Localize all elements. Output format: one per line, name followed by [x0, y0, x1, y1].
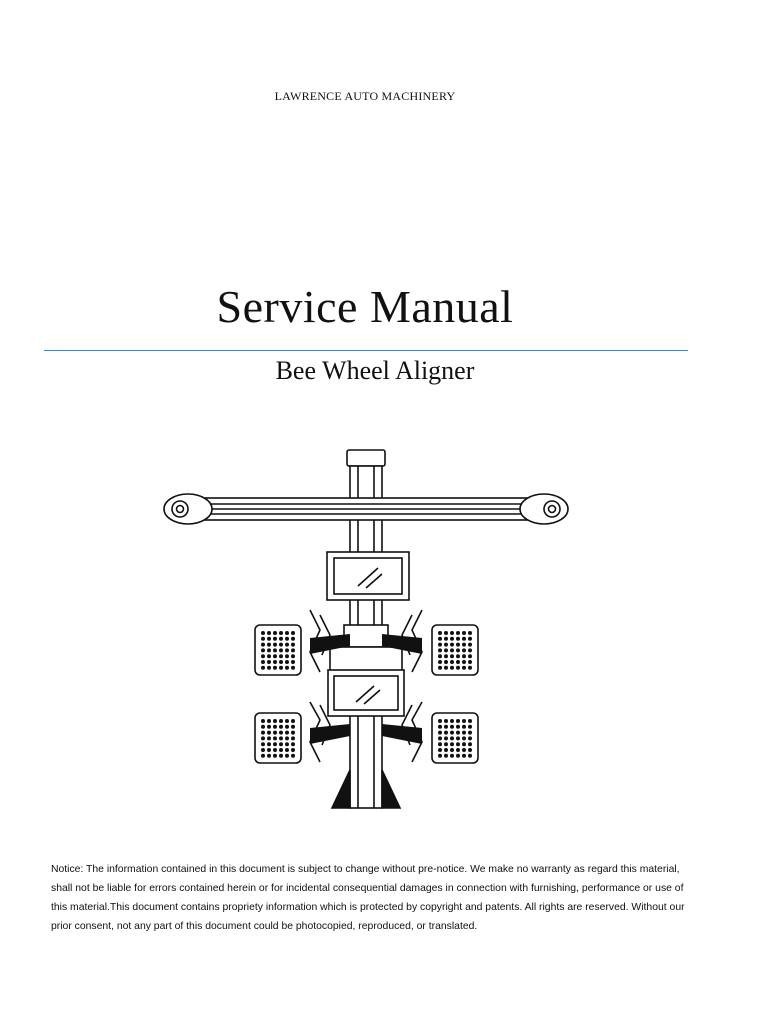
document-title: Service Manual	[216, 281, 514, 332]
wheel-aligner-illustration	[160, 440, 570, 815]
legal-notice: Notice: The information contained in thi…	[51, 864, 685, 932]
company-name: LAWRENCE AUTO MACHINERY	[274, 89, 456, 103]
document-subtitle: Bee Wheel Aligner	[275, 356, 475, 385]
wheel-aligner-icon	[163, 449, 569, 809]
title-divider	[44, 350, 688, 351]
